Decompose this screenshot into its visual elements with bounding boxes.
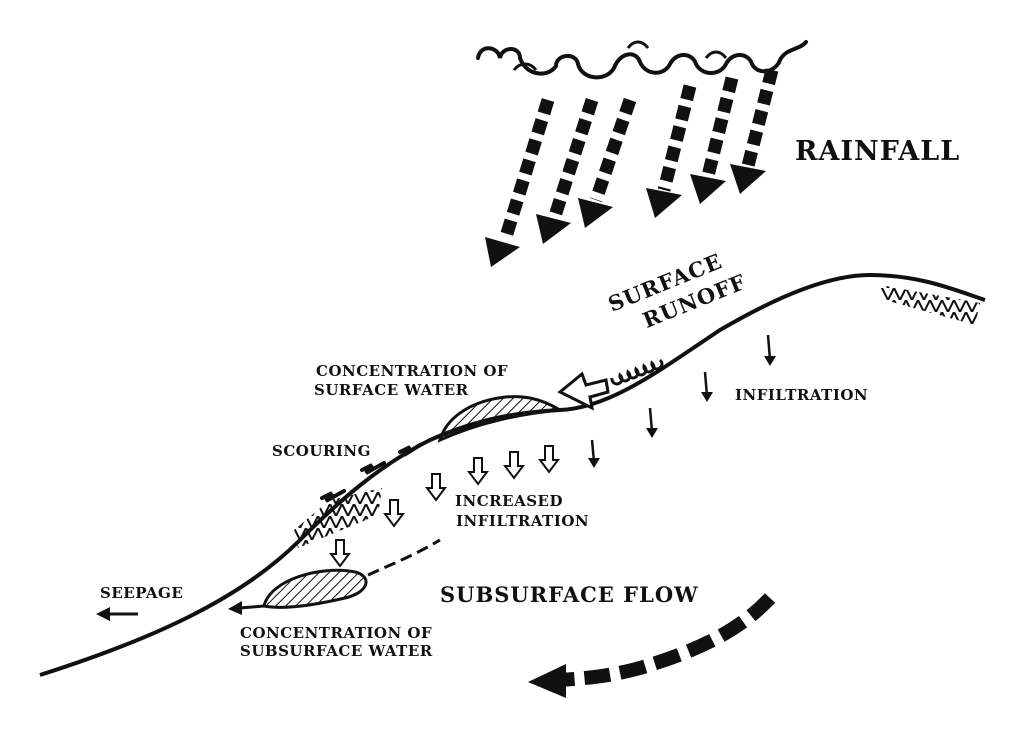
surface-runoff-arrow-icon	[557, 358, 664, 411]
hollow-down-arrow-icon	[329, 539, 351, 568]
concentration-surface-label-line1: CONCENTRATION OF	[316, 362, 508, 380]
down-arrow-icon	[764, 334, 776, 366]
surface-water-concentration	[437, 395, 565, 443]
infiltration-label: INFILTRATION	[735, 386, 868, 404]
increased-infiltration-arrows	[329, 445, 560, 568]
ground-texture-left	[294, 488, 382, 548]
down-arrow-icon	[701, 371, 713, 402]
rain-arrow-icon	[578, 97, 637, 228]
subsurface-water-concentration	[262, 568, 368, 609]
cloud-icon	[476, 40, 808, 80]
concentration-subsurface-label-line2: SUBSURFACE WATER	[240, 642, 433, 660]
subsurface-outflow-arrow-icon	[228, 601, 265, 615]
hollow-down-arrow-icon	[538, 445, 560, 474]
down-arrow-icon	[646, 407, 658, 438]
rain-arrow-icon	[536, 98, 599, 244]
concentration-surface-label-line2: SURFACE WATER	[314, 381, 469, 399]
hollow-down-arrow-icon	[503, 451, 525, 480]
rainfall-label: RAINFALL	[795, 136, 960, 167]
hollow-down-arrow-icon	[467, 457, 489, 486]
scouring-label: SCOURING	[272, 442, 371, 460]
seepage-arrow-icon	[96, 607, 138, 621]
rain-arrow-icon	[730, 68, 779, 194]
subsurface-flow-label: SUBSURFACE FLOW	[440, 582, 699, 607]
seepage-label: SEEPAGE	[100, 584, 183, 602]
rain-arrow-icon	[485, 98, 555, 267]
rain-arrow-icon	[646, 84, 697, 218]
subsurface-flow-arrow-icon	[528, 593, 776, 698]
ground-texture-top	[880, 285, 980, 325]
hollow-down-arrow-icon	[383, 499, 405, 528]
increased-infiltration-label-line2: INFILTRATION	[456, 512, 589, 530]
rain-arrow-icon	[690, 76, 739, 204]
scouring-marks	[320, 443, 422, 503]
increased-infiltration-label-line1: INCREASED	[455, 492, 563, 510]
hollow-down-arrow-icon	[425, 473, 447, 502]
rainfall-arrows	[485, 68, 779, 267]
infiltration-arrows	[588, 334, 776, 468]
down-arrow-icon	[588, 439, 600, 468]
concentration-subsurface-label-line1: CONCENTRATION OF	[240, 624, 432, 642]
water-table-dashed	[367, 538, 441, 577]
